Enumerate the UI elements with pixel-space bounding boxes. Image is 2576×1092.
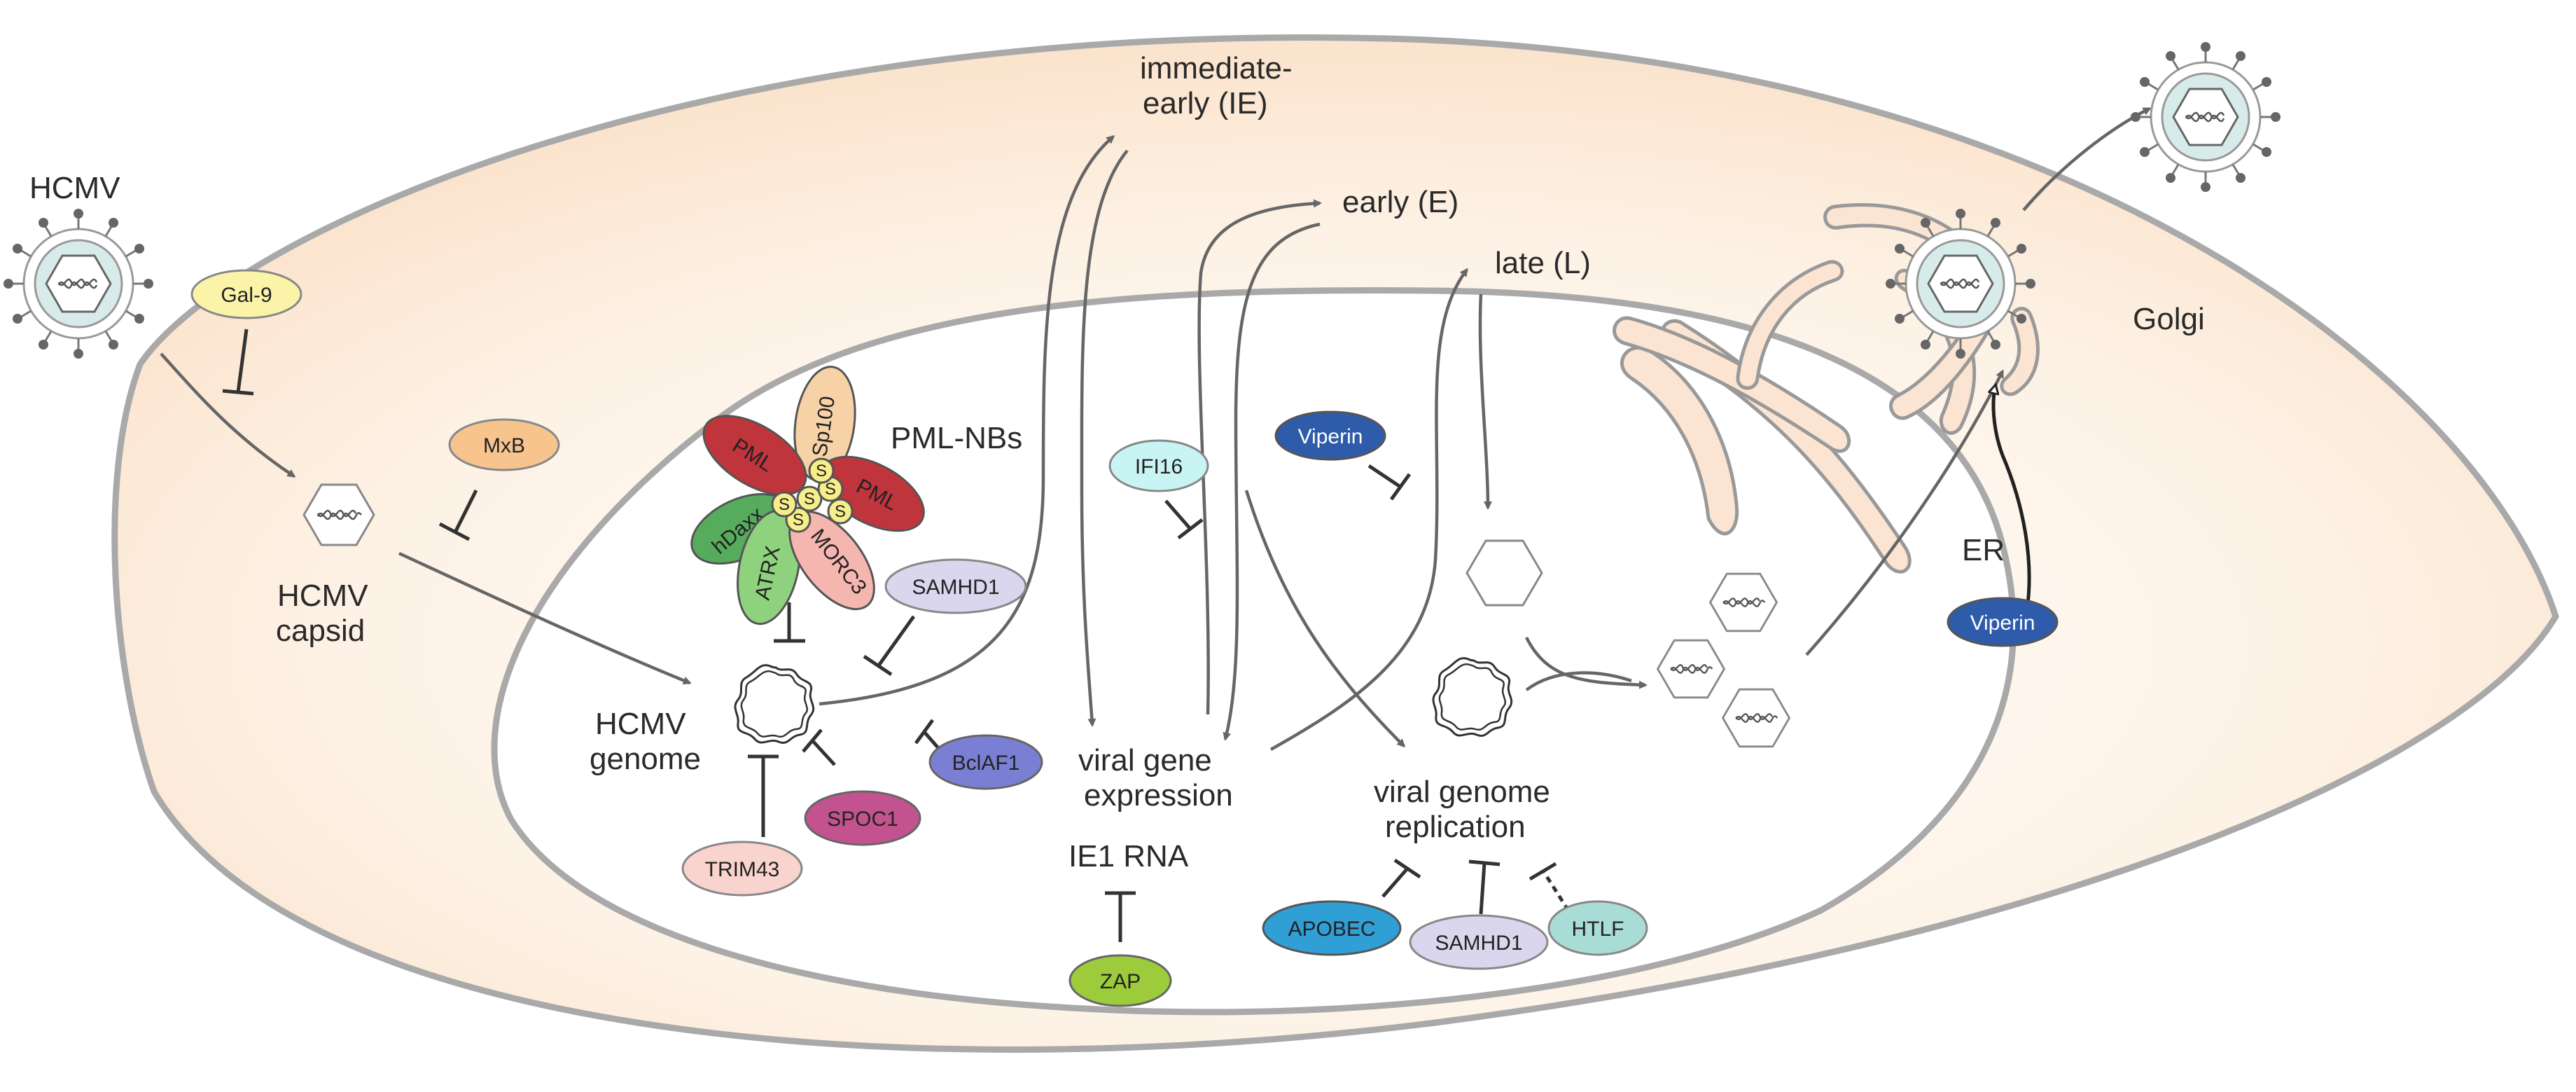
pml-nb-cluster: Sp100 PML PML hDaxx ATRX MORC3 S S S S S: [690, 366, 925, 626]
factor-htlf: HTLF: [1547, 900, 1648, 956]
gene-expression-label-1: viral gene: [1078, 743, 1212, 777]
svg-text:S: S: [825, 480, 836, 499]
replication-label-1: viral genome: [1374, 775, 1550, 809]
inhibition-lines: [222, 329, 1571, 942]
empty-capsid-icon: [1465, 539, 1543, 607]
pml-nbs-label: PML-NBs: [891, 421, 1022, 455]
replication-label-2: replication: [1385, 810, 1526, 844]
svg-text:HTLF: HTLF: [1572, 918, 1624, 941]
factor-ifi16: IFI16: [1108, 439, 1209, 492]
released-virion-icon: [2129, 41, 2282, 193]
er-label: ER: [1962, 533, 2005, 567]
activation-arrows: [160, 106, 2152, 751]
factor-bclaf1: BclAF1: [928, 734, 1043, 790]
factor-apobec: APOBEC: [1262, 900, 1402, 956]
early-label: early (E): [1342, 185, 1458, 219]
capsid-label-2: capsid: [276, 614, 365, 648]
factor-zap: ZAP: [1068, 954, 1172, 1007]
svg-text:Gal-9: Gal-9: [221, 284, 272, 307]
factor-gal9: Gal-9: [190, 269, 302, 319]
factor-samhd1-bottom: SAMHD1: [1409, 914, 1549, 970]
ie-label-2: early (IE): [1143, 86, 1267, 120]
late-label: late (L): [1495, 246, 1591, 280]
svg-text:SAMHD1: SAMHD1: [1435, 932, 1522, 955]
capsid-label-1: HCMV: [277, 579, 368, 613]
svg-text:MxB: MxB: [483, 434, 525, 457]
incoming-virion-icon: [2, 207, 155, 360]
golgi-label: Golgi: [2133, 302, 2205, 336]
svg-text:TRIM43: TRIM43: [705, 858, 780, 881]
svg-text:S: S: [793, 511, 804, 530]
svg-text:ZAP: ZAP: [1100, 970, 1141, 993]
hcmv-label: HCMV: [29, 171, 120, 205]
genome-label-1: HCMV: [595, 707, 686, 741]
svg-text:Viperin: Viperin: [1970, 611, 2035, 635]
factor-mxb: MxB: [448, 418, 560, 471]
gene-expression-label-2: expression: [1084, 778, 1233, 813]
svg-text:IFI16: IFI16: [1135, 455, 1183, 478]
petal-sp100: Sp100: [793, 366, 856, 482]
factor-trim43: TRIM43: [681, 841, 803, 897]
svg-text:S: S: [835, 502, 846, 521]
svg-text:SPOC1: SPOC1: [827, 808, 898, 831]
petal-pml-left: PML: [702, 415, 807, 496]
factor-viperin-nucleus: Viperin: [1274, 410, 1386, 461]
svg-text:S: S: [779, 495, 790, 514]
ie1-rna-label: IE1 RNA: [1068, 839, 1189, 873]
ie-label-1: immediate-: [1140, 51, 1293, 85]
sumo-cluster: [771, 457, 854, 533]
svg-text:BclAF1: BclAF1: [952, 752, 1020, 775]
svg-text:S: S: [804, 490, 815, 509]
svg-text:SAMHD1: SAMHD1: [912, 576, 999, 599]
factor-viperin-er: Viperin: [1947, 597, 2059, 647]
factor-samhd1-top: SAMHD1: [884, 558, 1027, 614]
factor-spoc1: SPOC1: [804, 790, 921, 846]
svg-text:APOBEC: APOBEC: [1288, 918, 1375, 941]
svg-text:Viperin: Viperin: [1298, 425, 1363, 448]
svg-text:S: S: [816, 462, 827, 481]
genome-label-2: genome: [590, 742, 701, 776]
